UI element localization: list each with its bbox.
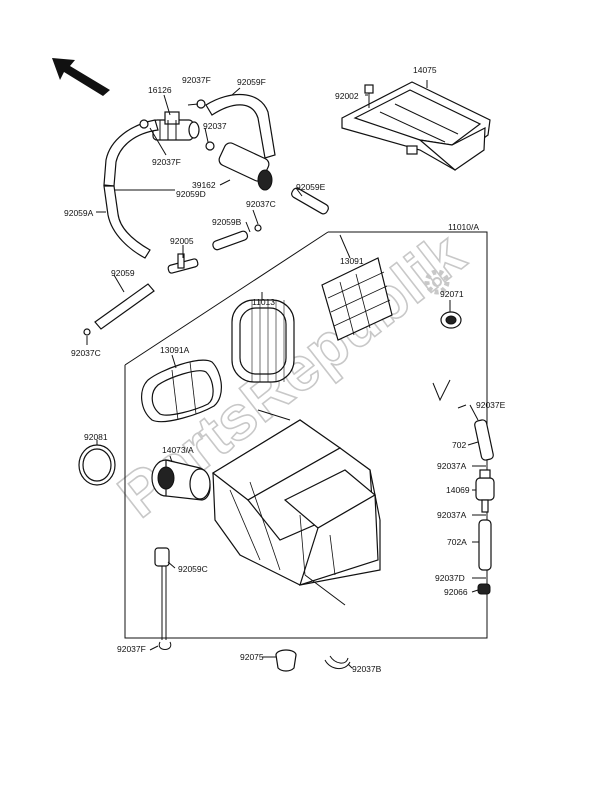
watermark-gear-icon [424, 269, 450, 295]
valve-16126 [152, 111, 200, 141]
label-92037C-a: 92037C [246, 199, 276, 209]
drain-hose-92059C [154, 547, 172, 650]
clamp-92037B [324, 655, 351, 669]
label-92059F: 92059F [237, 77, 266, 87]
label-92005: 92005 [170, 236, 194, 246]
label-13091A: 13091A [160, 345, 190, 355]
label-92037-b: 92037 [203, 121, 227, 131]
screen-13091 [321, 257, 393, 341]
grommet-92071 [440, 311, 462, 329]
label-92059D: 92059D [176, 189, 206, 199]
label-13091: 13091 [340, 256, 364, 266]
label-92066: 92066 [444, 587, 468, 597]
tee-92005 [167, 253, 199, 274]
label-92059: 92059 [111, 268, 135, 278]
label-92037B: 92037B [352, 664, 382, 674]
label-92037C-b: 92037C [71, 348, 101, 358]
label-92081: 92081 [84, 432, 108, 442]
hose-92059F [205, 94, 276, 159]
label-92037F-c: 92037F [152, 157, 181, 167]
label-92059E: 92059E [296, 182, 326, 192]
check-valve-14069 [475, 469, 495, 513]
label-11010A: 11010/A [448, 222, 479, 232]
label-39162: 39162 [192, 180, 216, 190]
right-hose-stack [432, 379, 495, 595]
label-14075: 14075 [413, 65, 437, 75]
label-702A: 702A [447, 537, 467, 547]
hose-92059A [103, 185, 151, 259]
label-92059A: 92059A [64, 208, 94, 218]
cap-92075 [275, 649, 297, 672]
air-box-housing [211, 409, 381, 606]
label-92037F-a: 92037F [182, 75, 211, 85]
o-ring-92081 [78, 444, 116, 486]
hose-92059 [94, 283, 155, 330]
label-92059C: 92059C [178, 564, 208, 574]
label-92037F-d: 92037F [117, 644, 146, 654]
filter-element-11013 [231, 299, 295, 383]
assembly-frame [124, 231, 488, 639]
label-14069: 14069 [446, 485, 470, 495]
pipe-92059B [212, 230, 249, 251]
label-92037E: 92037E [476, 400, 506, 410]
duct-14073A [151, 459, 211, 501]
leader-lines [86, 80, 479, 669]
box-14075 [341, 81, 491, 171]
label-92037A-a: 92037A [437, 461, 467, 471]
label-92037A-b: 92037A [437, 510, 467, 520]
label-702: 702 [452, 440, 466, 450]
label-92071: 92071 [440, 289, 464, 299]
label-92075: 92075 [240, 652, 264, 662]
bolt-92002 [364, 84, 374, 108]
hose-92059D [103, 119, 159, 187]
label-92002: 92002 [335, 91, 359, 101]
label-92037D: 92037D [435, 573, 465, 583]
label-14073A: 14073/A [162, 445, 194, 455]
label-16126: 16126 [148, 85, 172, 95]
label-92059B: 92059B [212, 217, 242, 227]
label-11013: 11013 [252, 297, 275, 307]
front-arrow-icon [52, 58, 110, 96]
gasket-13091A [141, 359, 222, 423]
